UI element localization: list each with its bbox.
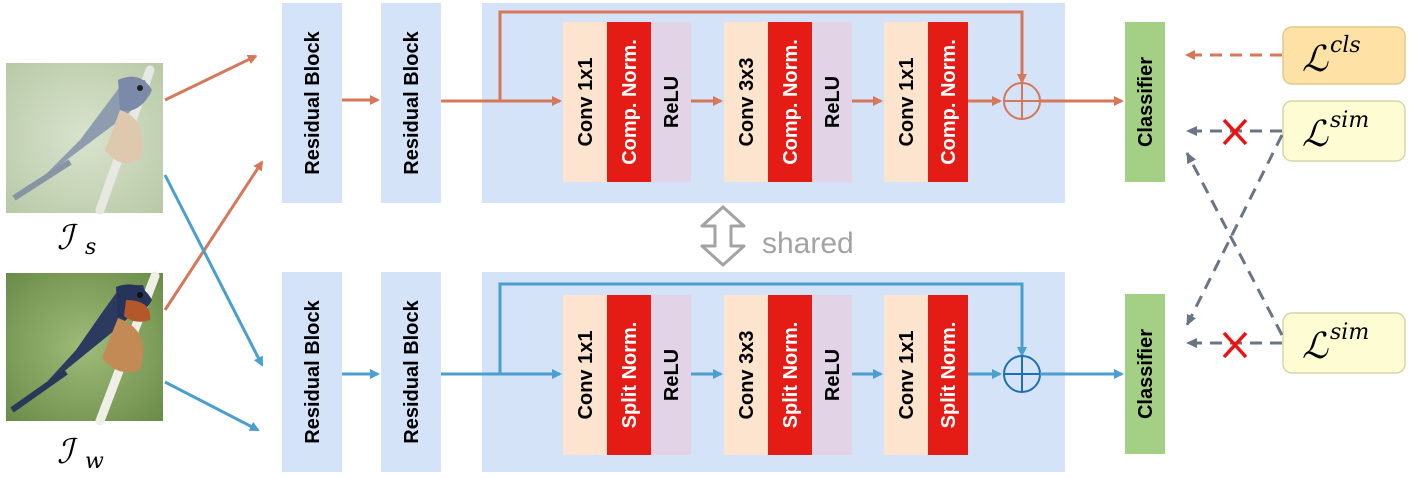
- bottom-conv1x1-a: [563, 295, 607, 455]
- bottom-conv3x3: [724, 295, 768, 455]
- top-comp-norm-b-label: Comp. Norm.: [780, 39, 802, 165]
- weak-to-bottom-arrow: [164, 380, 260, 432]
- bottom-split-norm-b-label: Split Norm.: [780, 322, 802, 429]
- cls-loss-symbol: ℒ: [1302, 39, 1329, 80]
- sim-loss-box-top: [1282, 100, 1406, 162]
- top-residual-block-2: [381, 3, 441, 203]
- bottom-conv1x1-b-label: Conv 1x1: [896, 331, 918, 420]
- bottom-residual-block-1: [282, 272, 342, 472]
- sim-top-to-bottom-arrow: [1185, 134, 1284, 326]
- top-conv3x3-label: Conv 3x3: [736, 58, 758, 147]
- sim-bottom-to-top-arrow: [1185, 152, 1284, 336]
- bottom-relu-a: [651, 295, 691, 455]
- sim-loss-bottom-symbol: ℒ: [1302, 326, 1329, 367]
- cross-icon: [1222, 118, 1248, 146]
- bottom-split-norm-c: [928, 295, 968, 455]
- top-residual-block-1: [282, 3, 342, 203]
- top-relu-b-label: ReLU: [822, 76, 844, 128]
- source-input-subscript: s: [85, 235, 96, 260]
- bottom-skip-connection: [498, 282, 1027, 374]
- bottom-split-norm-a-label: Split Norm.: [619, 322, 641, 429]
- sim-loss-box-bottom: [1282, 312, 1406, 374]
- top-conv1x1-a-label: Conv 1x1: [575, 58, 597, 147]
- bottom-relu-b-label: ReLU: [822, 349, 844, 401]
- top-relu-a: [651, 22, 691, 182]
- top-comp-norm-c: [928, 22, 968, 182]
- source-input-label: ℐ: [57, 218, 78, 258]
- weak-to-top-arrow: [163, 160, 264, 311]
- sim-loss-top-symbol: ℒ: [1302, 114, 1329, 155]
- source-to-top-arrow: [164, 54, 258, 102]
- bottom-relu-b: [812, 295, 852, 455]
- top-conv1x1-b-label: Conv 1x1: [896, 58, 918, 147]
- circled-plus-icon: [1003, 82, 1041, 120]
- cross-icon: [1222, 331, 1248, 359]
- bottom-classifier-label: Classifier: [1135, 329, 1157, 419]
- top-relu-b: [812, 22, 852, 182]
- top-conv1x1-a: [563, 22, 607, 182]
- top-classifier: [1125, 22, 1165, 182]
- weak-input-subscript: w: [85, 449, 104, 474]
- source-to-bottom-arrow: [163, 174, 264, 367]
- bottom-split-norm-a: [607, 295, 651, 455]
- top-residual-block-2-label: Residual Block: [401, 30, 423, 174]
- weak-input-label: ℐ: [57, 432, 78, 472]
- bottom-classifier: [1125, 294, 1165, 454]
- circled-plus-icon: [1003, 355, 1041, 393]
- top-relu-a-label: ReLU: [661, 76, 683, 128]
- cls-loss-superscript: cls: [1330, 33, 1361, 58]
- sim-loss-top-superscript: sim: [1330, 108, 1369, 133]
- double-arrow-icon: [700, 205, 746, 267]
- top-conv3x3: [724, 22, 768, 182]
- shared-label: shared: [762, 227, 854, 260]
- top-classifier-label: Classifier: [1135, 57, 1157, 147]
- top-conv1x1-b: [884, 22, 928, 182]
- bottom-conv3x3-label: Conv 3x3: [736, 331, 758, 420]
- source-image: [6, 63, 163, 215]
- top-comp-norm-a: [607, 22, 651, 182]
- bottom-residual-block-1-label: Residual Block: [302, 299, 324, 443]
- bottom-relu-a-label: ReLU: [661, 349, 683, 401]
- top-residual-block-1-label: Residual Block: [302, 30, 324, 174]
- bottom-residual-block-2-label: Residual Block: [401, 299, 423, 443]
- bottom-conv1x1-a-label: Conv 1x1: [575, 331, 597, 420]
- sim-loss-bottom-superscript: sim: [1330, 320, 1369, 345]
- bottom-conv1x1-b: [884, 295, 928, 455]
- top-comp-norm-a-label: Comp. Norm.: [619, 39, 641, 165]
- top-skip-connection: [498, 10, 1027, 101]
- bottom-split-norm-c-label: Split Norm.: [938, 322, 960, 429]
- bottom-split-norm-b: [768, 295, 812, 455]
- top-comp-norm-c-label: Comp. Norm.: [938, 39, 960, 165]
- bottom-residual-block-2: [381, 272, 441, 472]
- top-comp-norm-b: [768, 22, 812, 182]
- weak-image: [6, 271, 163, 426]
- cls-loss-box: [1282, 26, 1406, 85]
